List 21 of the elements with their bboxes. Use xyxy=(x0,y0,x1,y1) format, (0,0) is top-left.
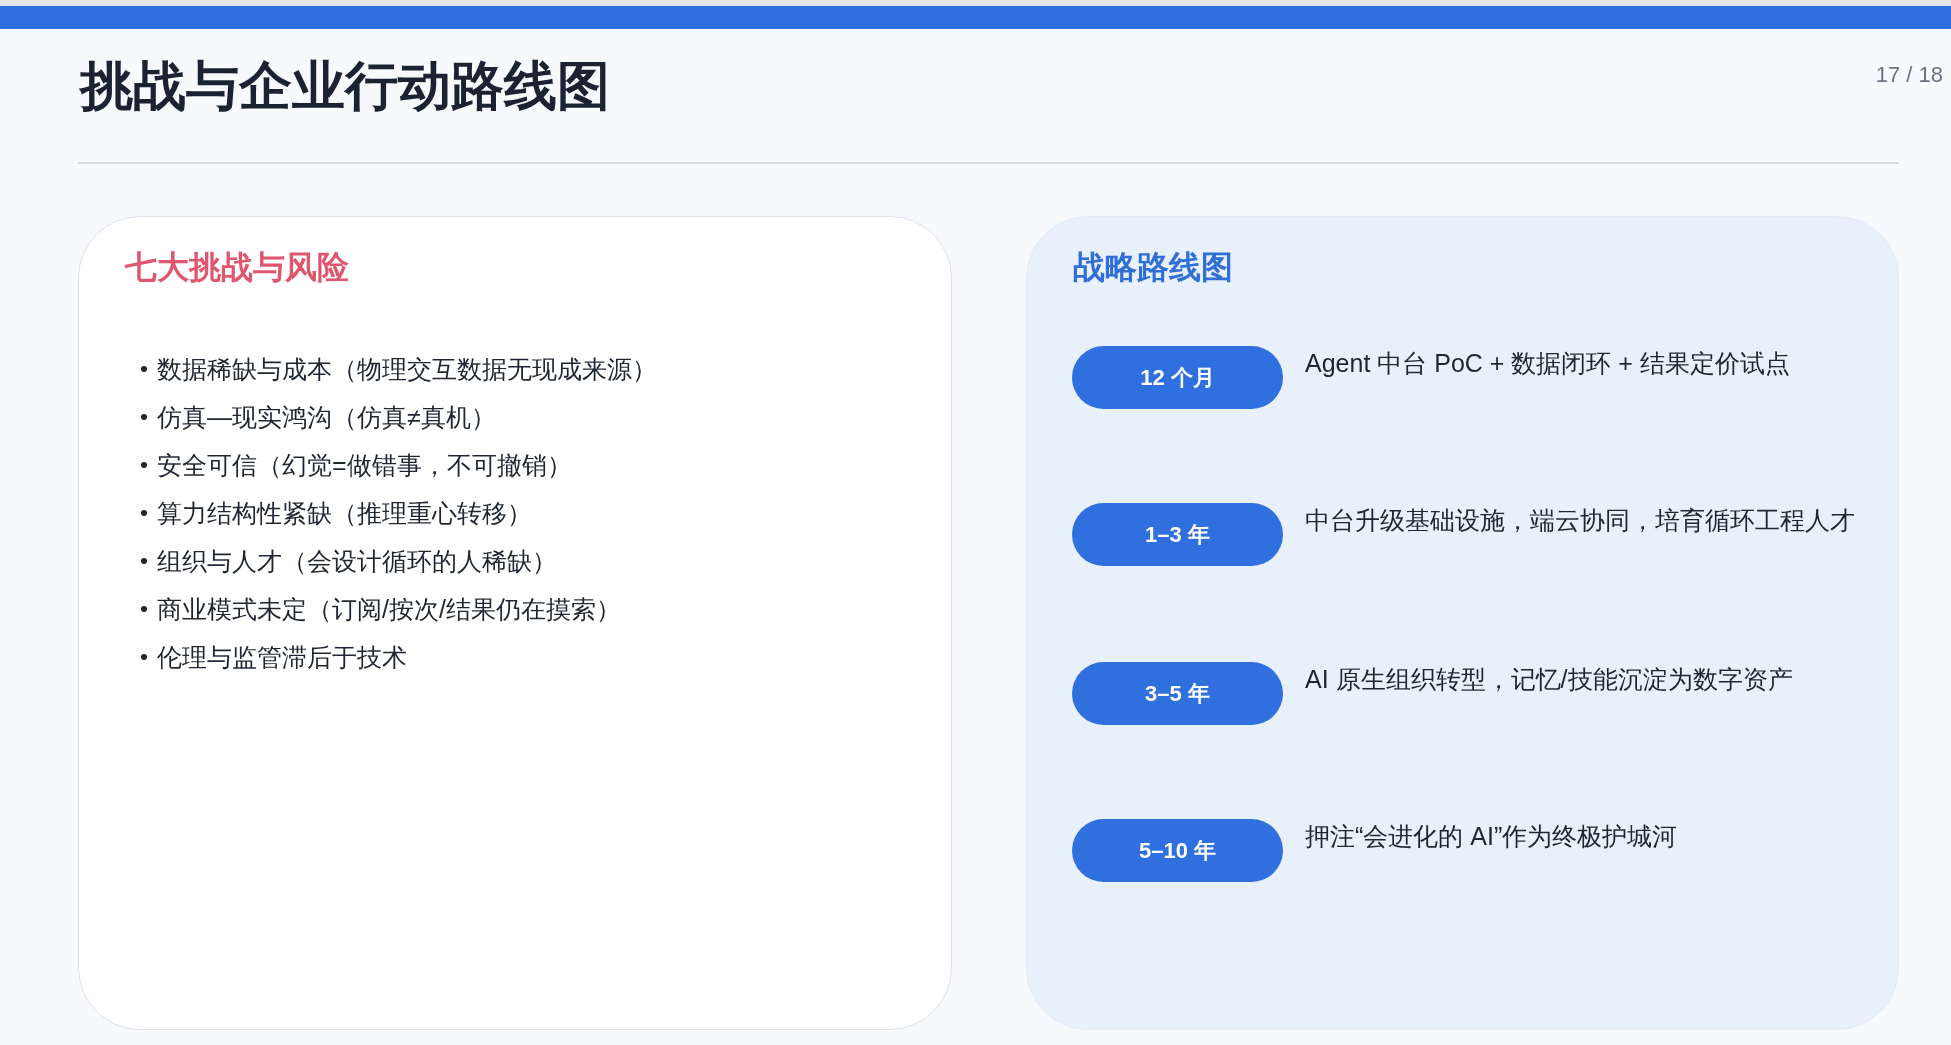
list-item: 商业模式未定（订阅/按次/结果仍在摸索） xyxy=(157,594,621,625)
time-pill: 3–5 年 xyxy=(1072,662,1283,725)
panel-heading: 战略路线图 xyxy=(1073,248,1233,287)
time-pill: 12 个月 xyxy=(1072,346,1283,409)
page-title: 挑战与企业行动路线图 xyxy=(80,55,610,117)
time-pill: 5–10 年 xyxy=(1072,819,1283,882)
list-item: 安全可信（幻觉=做错事，不可撤销） xyxy=(157,450,572,481)
milestone-text: 押注“会进化的 AI”作为终极护城河 xyxy=(1305,821,1679,852)
list-item: 数据稀缺与成本（物理交互数据无现成来源） xyxy=(157,354,657,385)
milestone-text: AI 原生组织转型，记忆/技能沉淀为数字资产 xyxy=(1305,664,1794,695)
milestone-text: Agent 中台 PoC + 数据闭环 + 结果定价试点 xyxy=(1305,348,1791,379)
list-item: 仿真—现实鸿沟（仿真≠真机） xyxy=(157,402,496,433)
time-pill: 1–3 年 xyxy=(1072,503,1283,566)
list-item: 算力结构性紧缺（推理重心转移） xyxy=(157,498,532,529)
card-panel xyxy=(78,216,952,1030)
panel-heading: 七大挑战与风险 xyxy=(125,248,349,287)
milestone-text: 中台升级基础设施，端云协同，培育循环工程人才 xyxy=(1305,505,1856,536)
list-item: 组织与人才（会设计循环的人稀缺） xyxy=(157,546,557,577)
card-panel xyxy=(1026,216,1899,1030)
list-item: 伦理与监管滞后于技术 xyxy=(157,642,407,673)
page-number: 17 / 18 xyxy=(1875,61,1943,89)
